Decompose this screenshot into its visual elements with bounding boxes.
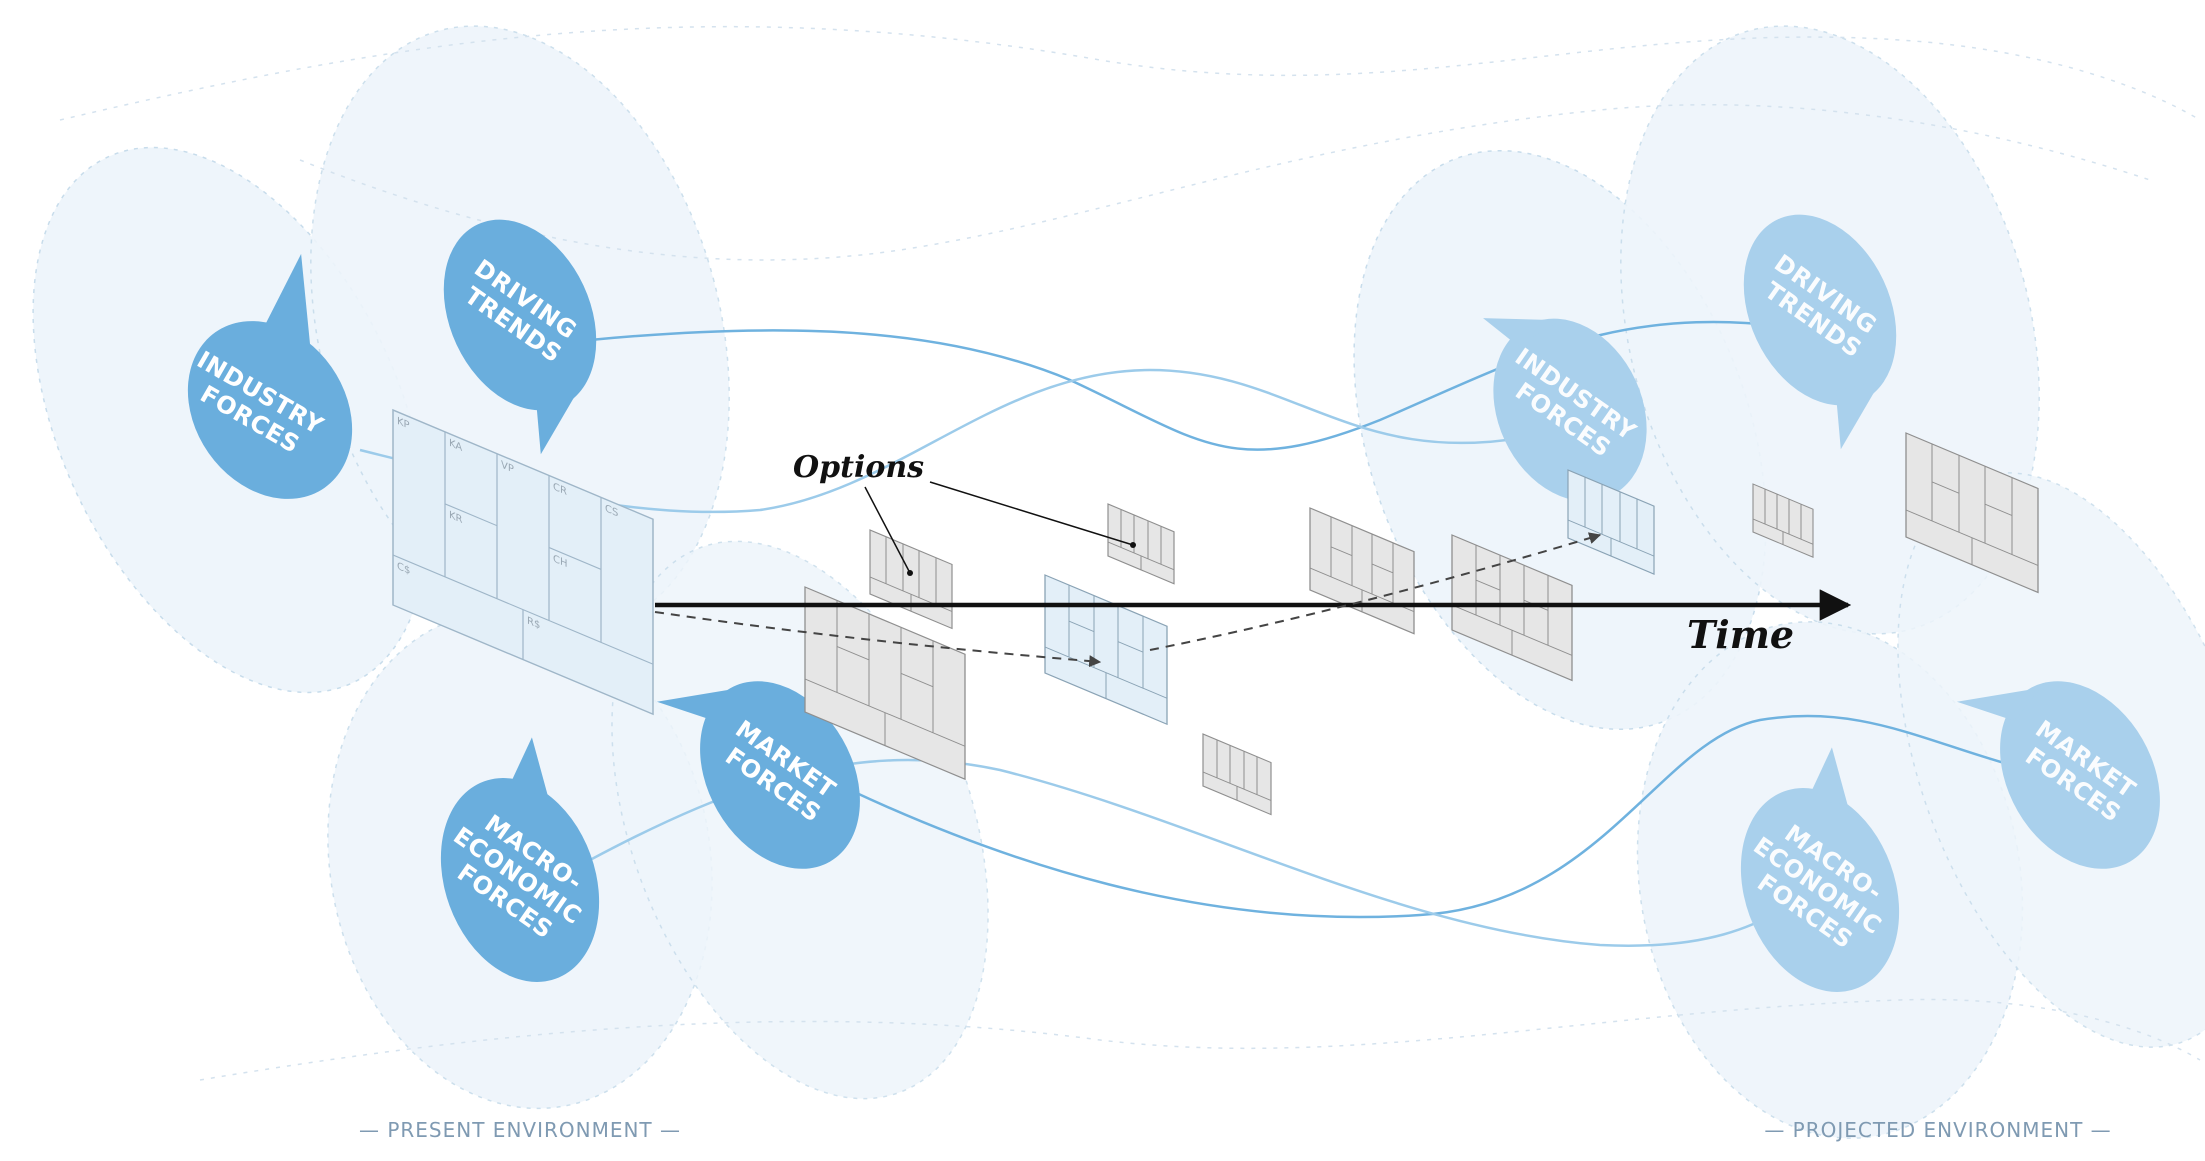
present-macroeconomic-forces: MACRO- ECONOMIC FORCES <box>440 737 600 982</box>
present-environment-caption: — PRESENT ENVIRONMENT — <box>359 1118 681 1142</box>
flow-market-to-market <box>849 714 2082 919</box>
canvas-tag-revenue: R$ <box>527 615 540 632</box>
present-market-forces: MARKET FORCES <box>656 681 860 869</box>
dashed-path-to-option <box>654 611 1102 668</box>
options-leader-1 <box>864 486 911 574</box>
option-canvas-bottom-small <box>1202 733 1272 816</box>
projected-industry-forces: INDUSTRY FORCES <box>1483 318 1647 502</box>
present-forces: INDUSTRY FORCES DRIVING TRENDS MARKET FO… <box>187 219 860 982</box>
present-industry-forces: INDUSTRY FORCES <box>187 253 353 499</box>
projected-macroeconomic-forces: MACRO- ECONOMIC FORCES <box>1740 747 1900 992</box>
time-label: Time <box>1687 612 1794 657</box>
option-canvas-small-2 <box>1107 503 1175 585</box>
dotted-contour-top-2 <box>299 104 2151 261</box>
option-canvas-large-2 <box>1451 534 1573 682</box>
options-label: Options <box>793 450 924 485</box>
dashed-path-to-projected <box>1149 532 1602 651</box>
projected-environment-caption: — PROJECTED ENVIRONMENT — <box>1764 1118 2111 1142</box>
options-annotation: Options <box>793 450 1136 576</box>
option-canvas-projected-blue <box>1567 469 1655 575</box>
projected-forces: INDUSTRY FORCES DRIVING TRENDS MARKET FO… <box>1483 214 2160 992</box>
projected-driving-trends: DRIVING TRENDS <box>1743 214 1897 450</box>
option-canvas-projected-small <box>1752 483 1814 558</box>
dotted-contour-top <box>59 25 2201 121</box>
options-leader-2 <box>929 481 1134 546</box>
present-driving-trends: DRIVING TRENDS <box>443 219 597 455</box>
time-axis: Time <box>654 532 1852 668</box>
canvas-tag-vp: VP <box>501 459 514 476</box>
projected-market-forces: MARKET FORCES <box>1956 681 2160 869</box>
option-canvases <box>804 432 2039 816</box>
option-canvas-blue-mid <box>1044 574 1168 726</box>
option-canvas-projected-large <box>1905 432 2039 594</box>
canvas-tag-cost: C$ <box>397 560 410 577</box>
dotted-contour-bottom <box>199 998 2201 1081</box>
current-business-model-canvas: KP KA VP CR CS KR CH C$ R$ <box>392 408 654 716</box>
option-canvas-small-1 <box>869 529 953 630</box>
canvas-tag-cs: CS <box>605 502 619 519</box>
canvas-tag-kp: KP <box>397 415 410 432</box>
canvas-tag-kr: KR <box>449 509 462 526</box>
option-canvas-medium-2 <box>1309 507 1415 635</box>
